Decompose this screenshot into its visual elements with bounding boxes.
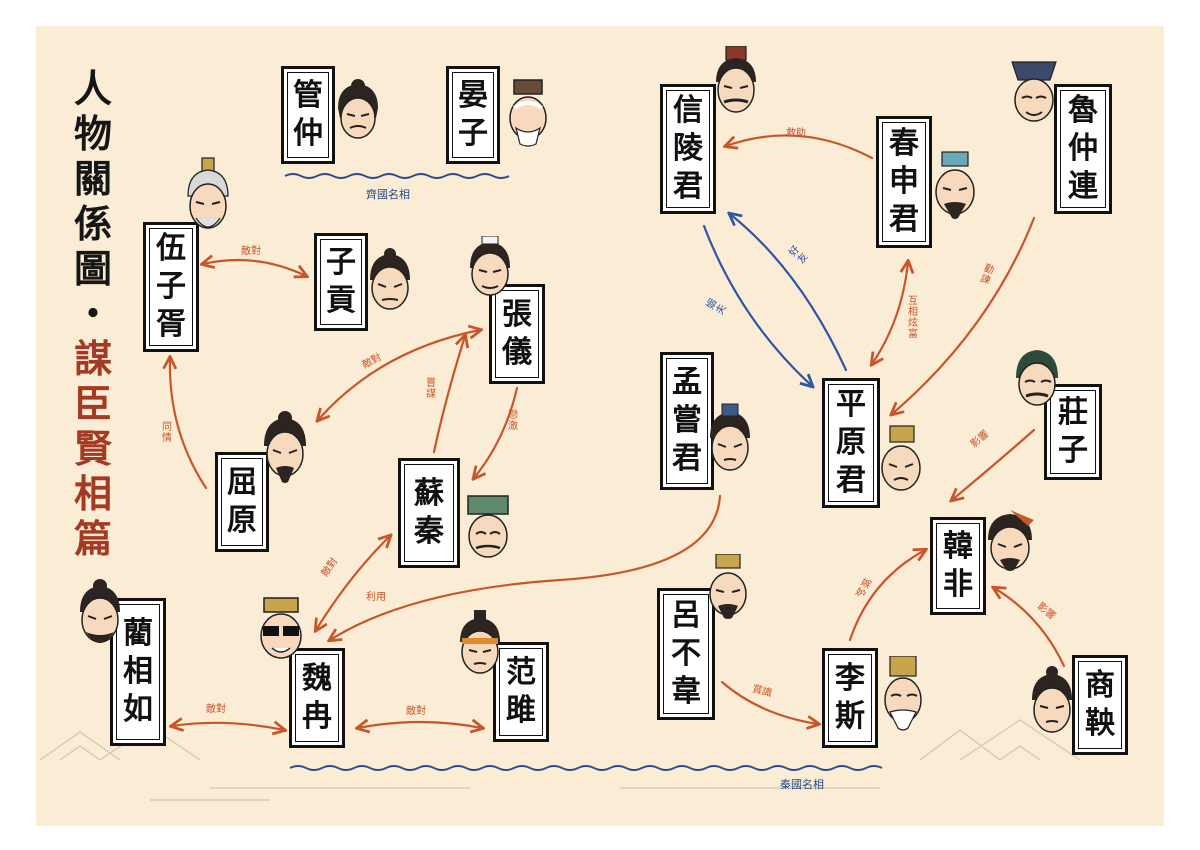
card-weiran[interactable]: 魏冉 <box>289 648 345 748</box>
portrait-chunshenjun-icon <box>935 151 975 219</box>
name-lisi: 李斯 <box>835 661 865 734</box>
portrait-wuzixu-icon <box>187 157 229 229</box>
portrait-zhuangzi-icon <box>1016 350 1058 406</box>
card-guanzhong[interactable]: 管仲 <box>281 66 335 164</box>
portrait-lisi-icon <box>884 656 922 731</box>
portrait-guanzhong-icon <box>338 79 378 139</box>
card-suqin[interactable]: 蘇秦 <box>398 458 460 568</box>
card-luzhonglian[interactable]: 魯仲連 <box>1054 84 1112 214</box>
page-title: 人 物 關 係 圖 ・ 謀 臣 賢 相 篇 <box>70 66 116 561</box>
name-pingyuanjun: 平原君 <box>836 387 866 498</box>
name-guanzhong: 管仲 <box>293 78 323 151</box>
card-pingyuanjun[interactable]: 平原君 <box>822 378 880 508</box>
card-zigong[interactable]: 子貢 <box>314 233 368 331</box>
portrait-weiran-icon <box>260 597 302 659</box>
subtitle-char: 相 <box>73 471 112 516</box>
group-label-qin: 秦國名相 <box>780 778 824 791</box>
name-shangyang: 商鞅 <box>1085 668 1115 741</box>
title-char: 圖 <box>73 246 112 291</box>
portrait-shangyang-icon <box>1032 666 1072 733</box>
card-fanju[interactable]: 范雎 <box>493 642 549 742</box>
card-quyuan[interactable]: 屈原 <box>215 452 269 552</box>
card-mengchangjun[interactable]: 孟嘗君 <box>660 352 714 490</box>
portrait-xinlingjun-icon <box>716 46 756 113</box>
card-lvbuwei[interactable]: 呂不韋 <box>657 588 715 720</box>
portrait-pingyuanjun-icon <box>881 425 921 491</box>
card-hanfei[interactable]: 韓非 <box>930 517 986 615</box>
name-yanzi: 晏子 <box>458 78 488 151</box>
relation-label: 敵對 <box>241 246 261 257</box>
portrait-linxiangru-icon <box>80 579 120 643</box>
subtitle-char: 篇 <box>73 516 112 561</box>
title-char: 物 <box>73 111 112 156</box>
subtitle-char: 賢 <box>73 426 112 471</box>
name-luzhonglian: 魯仲連 <box>1068 93 1098 204</box>
portrait-mengchangjun-icon <box>710 403 750 471</box>
relation-label: 戀激 <box>508 410 518 432</box>
portrait-zigong-icon <box>370 248 410 310</box>
group-label-qi: 齊國名相 <box>366 188 410 201</box>
name-hanfei: 韓非 <box>943 529 973 602</box>
portrait-suqin-icon <box>467 495 509 558</box>
name-zhuangzi: 莊子 <box>1058 395 1088 468</box>
name-zhangyi: 張儀 <box>502 297 532 370</box>
card-lisi[interactable]: 李斯 <box>822 648 878 748</box>
portrait-zhangyi-icon <box>470 236 510 296</box>
name-quyuan: 屈原 <box>227 465 257 538</box>
portrait-yanzi-icon <box>509 79 547 147</box>
name-suqin: 蘇秦 <box>414 476 444 549</box>
name-mengchangjun: 孟嘗君 <box>672 365 702 476</box>
card-shangyang[interactable]: 商鞅 <box>1072 655 1128 755</box>
name-zigong: 子貢 <box>326 245 356 318</box>
portrait-fanju-icon <box>460 610 500 674</box>
title-char: ・ <box>73 291 112 336</box>
name-wuzixu: 伍子胥 <box>156 231 186 342</box>
card-yanzi[interactable]: 晏子 <box>446 66 500 164</box>
subtitle-char: 臣 <box>73 381 112 426</box>
title-char: 人 <box>73 66 112 111</box>
portrait-lvbuwei-icon <box>709 554 747 619</box>
title-char: 關 <box>73 156 112 201</box>
card-zhangyi[interactable]: 張儀 <box>489 284 545 384</box>
relation-label: 同情 <box>162 422 172 444</box>
name-weiran: 魏冉 <box>302 661 332 734</box>
card-xinlingjun[interactable]: 信陵君 <box>660 84 716 214</box>
relation-label: 互相炫富 <box>908 296 918 340</box>
name-fanju: 范雎 <box>506 655 536 728</box>
name-lvbuwei: 呂不韋 <box>671 598 701 709</box>
name-chunshenjun: 春申君 <box>889 126 919 237</box>
relation-label: 敵對 <box>406 706 426 717</box>
relation-label: 敵對 <box>206 704 226 715</box>
title-char: 係 <box>73 201 112 246</box>
name-xinlingjun: 信陵君 <box>673 93 703 204</box>
portrait-hanfei-icon <box>988 510 1034 571</box>
relation-label: 救助 <box>786 128 806 139</box>
subtitle-char: 謀 <box>73 336 112 381</box>
card-linxiangru[interactable]: 藺相如 <box>110 598 166 746</box>
card-wuzixu[interactable]: 伍子胥 <box>143 222 199 352</box>
portrait-luzhonglian-icon <box>1011 61 1057 122</box>
diagram-canvas <box>36 26 1164 826</box>
card-zhuangzi[interactable]: 莊子 <box>1044 384 1102 480</box>
relation-label: 利用 <box>366 592 386 603</box>
relation-label: 嘗謀 <box>426 378 436 400</box>
card-chunshenjun[interactable]: 春申君 <box>876 116 932 248</box>
portrait-quyuan-icon <box>264 411 306 483</box>
name-linxiangru: 藺相如 <box>123 616 153 727</box>
